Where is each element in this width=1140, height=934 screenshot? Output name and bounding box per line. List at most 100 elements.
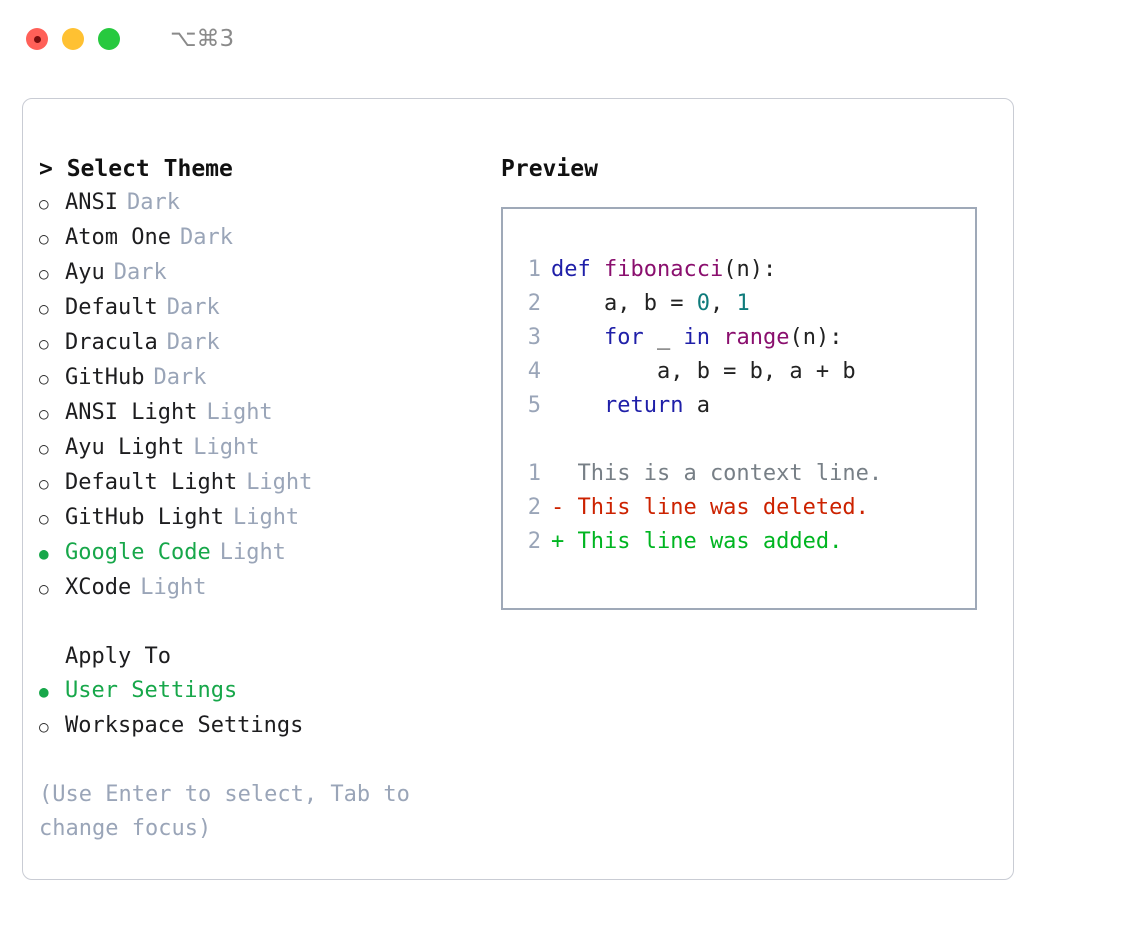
keyboard-hint-text: (Use Enter to select, Tab to change focu… — [39, 782, 424, 841]
theme-option-label: XCode — [65, 575, 132, 600]
preview-heading: Preview — [501, 156, 598, 182]
code-line: 3 for _ in range(n): — [503, 321, 975, 355]
select-theme-heading: > Select Theme — [39, 156, 233, 182]
minimize-button[interactable] — [62, 28, 84, 50]
diff-sample: 1 This is a context line. 2 - This line wa… — [503, 457, 975, 559]
code-line-text: def fibonacci(n): — [551, 253, 776, 287]
radio-unselected-icon: ○ — [39, 264, 49, 283]
close-button[interactable] — [26, 28, 48, 50]
apply-to-section: Apply To ● User Settings ○ Workspace Settin… — [39, 640, 489, 744]
apply-to-option-label: Workspace Settings — [65, 713, 304, 738]
code-token: return — [603, 393, 684, 418]
theme-option[interactable]: ○ Dracula Dark — [39, 326, 489, 361]
code-line: 1 def fibonacci(n): — [503, 253, 975, 287]
radio-unselected-icon: ○ — [39, 299, 49, 318]
code-line-text: for _ in range(n): — [551, 321, 842, 355]
code-line-text: a, b = b, a + b — [551, 355, 856, 389]
theme-option[interactable]: ○ XCode Light — [39, 571, 489, 606]
code-line: 2 a, b = 0, 1 — [503, 287, 975, 321]
radio-unselected-icon: ○ — [39, 369, 49, 388]
theme-option[interactable]: ○ Ayu Dark — [39, 256, 489, 291]
code-token: (n): — [789, 325, 843, 350]
theme-option-label: Dracula — [65, 330, 158, 355]
theme-option-tag: Dark — [179, 225, 233, 250]
theme-option-tag: Light — [140, 575, 207, 600]
theme-option-label: GitHub Light — [65, 505, 224, 530]
line-number: 5 — [527, 393, 541, 418]
theme-option-tag: Light — [193, 435, 260, 460]
theme-option-tag: Dark — [113, 260, 167, 285]
line-number: 1 — [527, 257, 541, 282]
diff-line: 2 + This line was added. — [503, 525, 975, 559]
theme-option-tag: Light — [206, 400, 273, 425]
radio-unselected-icon: ○ — [39, 334, 49, 353]
code-token: fibonacci — [603, 257, 724, 282]
code-token: 1 — [736, 291, 750, 316]
radio-unselected-icon: ○ — [39, 194, 49, 213]
code-token — [551, 325, 604, 350]
diff-line-text: - This line was deleted. — [551, 495, 869, 520]
theme-option-tag: Dark — [166, 295, 220, 320]
radio-unselected-icon: ○ — [39, 404, 49, 423]
code-token: a, b = b, a + b — [551, 359, 856, 384]
theme-option-label: Default — [65, 295, 158, 320]
code-line-text: a, b = 0, 1 — [551, 287, 750, 321]
code-line: 5 return a — [503, 389, 975, 423]
code-line: 4 a, b = b, a + b — [503, 355, 975, 389]
theme-option-tag: Dark — [126, 190, 180, 215]
title-bar: ⌥⌘3 — [0, 0, 1140, 78]
code-token: a — [683, 393, 710, 418]
maximize-button[interactable] — [98, 28, 120, 50]
theme-option-tag: Light — [232, 505, 300, 530]
apply-to-option[interactable]: ● User Settings — [39, 674, 489, 709]
theme-option-tag: Dark — [166, 330, 220, 355]
code-line-text: return a — [551, 389, 710, 423]
code-token: 0 — [696, 291, 710, 316]
code-token: range — [723, 325, 790, 350]
line-number: 2 — [527, 495, 541, 520]
code-token: , — [709, 291, 737, 316]
radio-selected-icon: ● — [39, 682, 49, 701]
code-token: def — [551, 257, 604, 282]
keyboard-shortcut-label: ⌥⌘3 — [170, 26, 235, 52]
code-token: a, b = — [551, 291, 697, 316]
radio-unselected-icon: ○ — [39, 717, 49, 736]
theme-option[interactable]: ○ Default Dark — [39, 291, 489, 326]
diff-line: 1 This is a context line. — [503, 457, 975, 491]
line-number: 3 — [527, 325, 541, 350]
apply-to-option[interactable]: ○ Workspace Settings — [39, 709, 489, 744]
line-number: 2 — [527, 529, 541, 554]
theme-option-tag: Light — [246, 470, 313, 495]
code-token — [551, 393, 604, 418]
line-number: 4 — [527, 359, 541, 384]
code-token: in — [683, 325, 710, 350]
theme-option-label: Ayu — [65, 260, 105, 285]
code-token: _ — [643, 325, 684, 350]
apply-to-heading: Apply To — [65, 644, 171, 669]
apply-to-option-label: User Settings — [65, 678, 238, 703]
code-diff-spacer — [503, 423, 975, 457]
theme-option[interactable]: ○ ANSI Dark — [39, 186, 489, 221]
radio-unselected-icon: ○ — [39, 579, 49, 598]
window-controls — [26, 28, 120, 50]
theme-option-label: ANSI — [65, 190, 118, 215]
radio-unselected-icon: ○ — [39, 229, 49, 248]
theme-option-label: Ayu Light — [65, 435, 185, 460]
theme-option-label: GitHub — [65, 365, 145, 390]
radio-unselected-icon: ○ — [39, 509, 49, 528]
theme-option[interactable]: ○ GitHub Light Light — [39, 501, 489, 536]
line-number: 2 — [527, 291, 541, 316]
code-token: for — [603, 325, 644, 350]
line-number: 1 — [527, 461, 541, 486]
diff-line-text: + This line was added. — [551, 529, 843, 554]
